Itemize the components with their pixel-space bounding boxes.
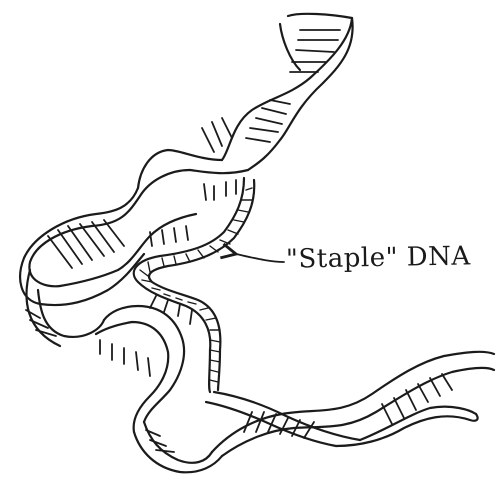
staple-dna-strand — [134, 178, 254, 392]
helix-lower-segment — [96, 306, 222, 472]
staple-dna-label: "Staple" DNA — [286, 241, 471, 274]
helix-top-segment — [138, 14, 353, 188]
annotation-arrow — [236, 254, 284, 262]
helix-middle-segment — [20, 170, 196, 346]
helix-tail-segment — [206, 352, 494, 456]
